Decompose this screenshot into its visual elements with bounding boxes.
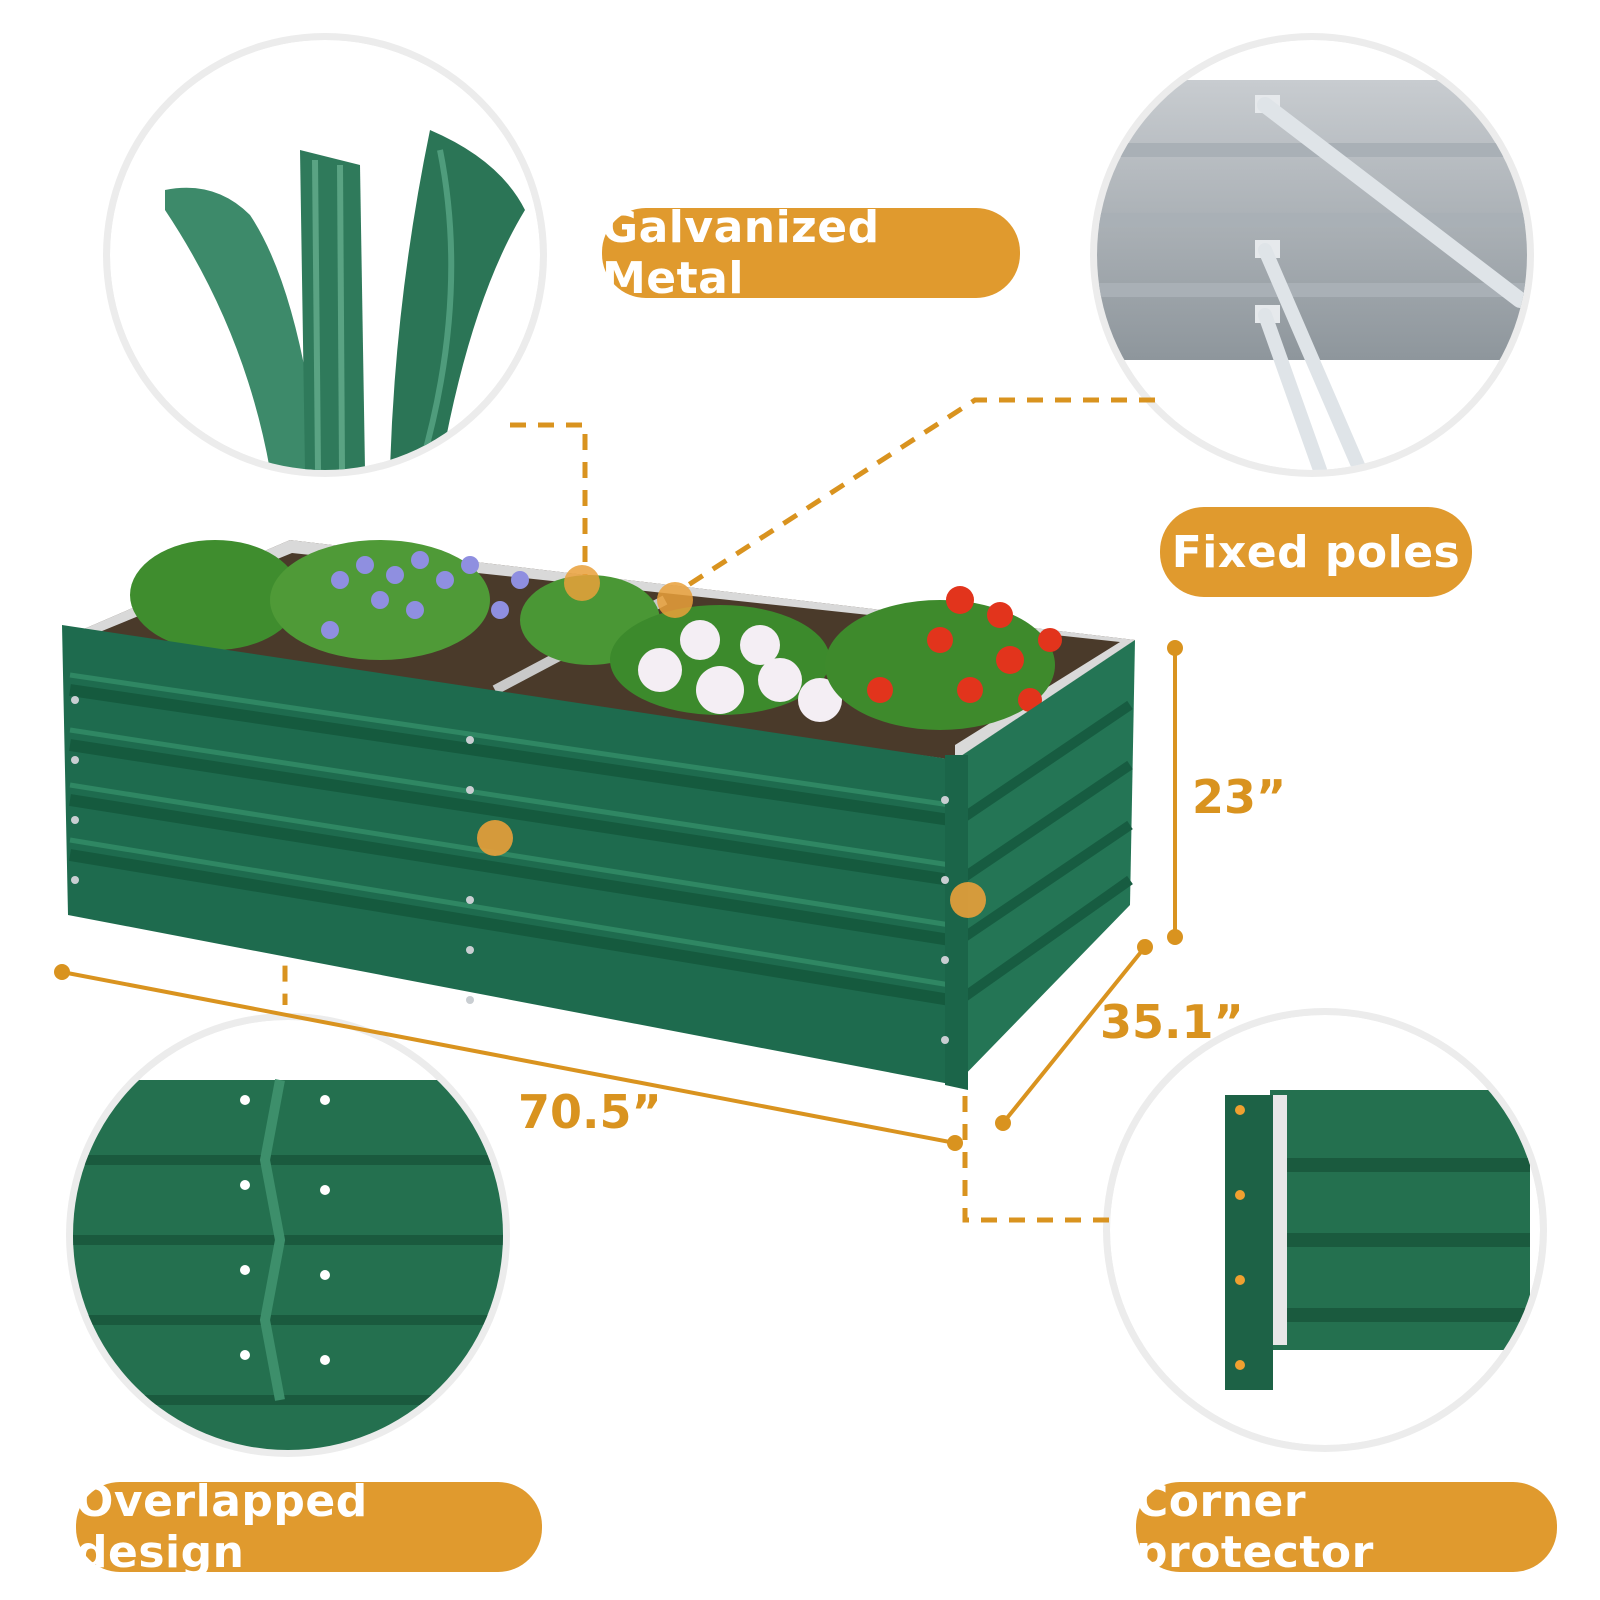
raised-garden-bed (62, 540, 1135, 1090)
fixed-poles-detail (1097, 40, 1527, 470)
front-corrugation (69, 684, 951, 1006)
corner-protector-detail (1110, 1015, 1540, 1445)
callout-dots (477, 565, 986, 918)
plants (130, 540, 1062, 730)
label-fixed-poles: Fixed poles (1160, 507, 1472, 597)
dimension-lines (54, 640, 1183, 1151)
dimension-length: 70.5” (518, 1085, 662, 1139)
label-overlapped-design: Overlapped design (76, 1476, 542, 1578)
dimension-depth: 35.1” (1100, 995, 1244, 1049)
label-corner-protector: Corner protector (1136, 1476, 1557, 1578)
label-galvanized-metal: Galvanized Metal (602, 202, 1020, 304)
galvanized-metal-detail (110, 40, 540, 470)
dimension-height: 23” (1192, 770, 1287, 824)
